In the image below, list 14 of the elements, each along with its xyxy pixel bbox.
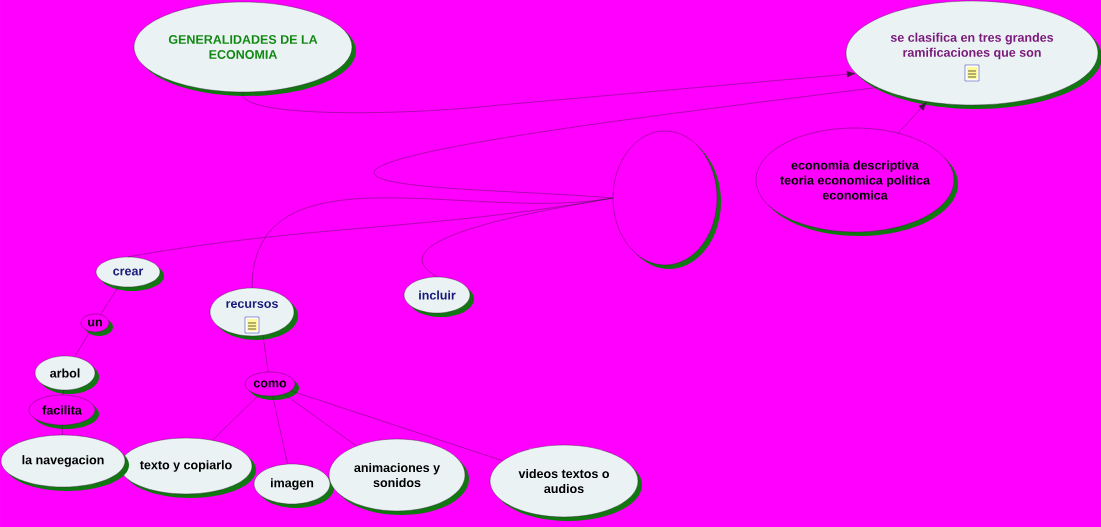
connector [272,395,288,465]
connector [74,331,91,357]
connector [262,335,269,372]
empty-ellipse [612,130,721,269]
connector [898,102,927,134]
connector [374,87,878,199]
connector [290,390,503,461]
connector [242,70,856,113]
connector [62,425,63,435]
connector [212,394,259,441]
connector [63,389,64,395]
connector [422,197,613,277]
connector [100,286,119,315]
connector [283,393,357,447]
